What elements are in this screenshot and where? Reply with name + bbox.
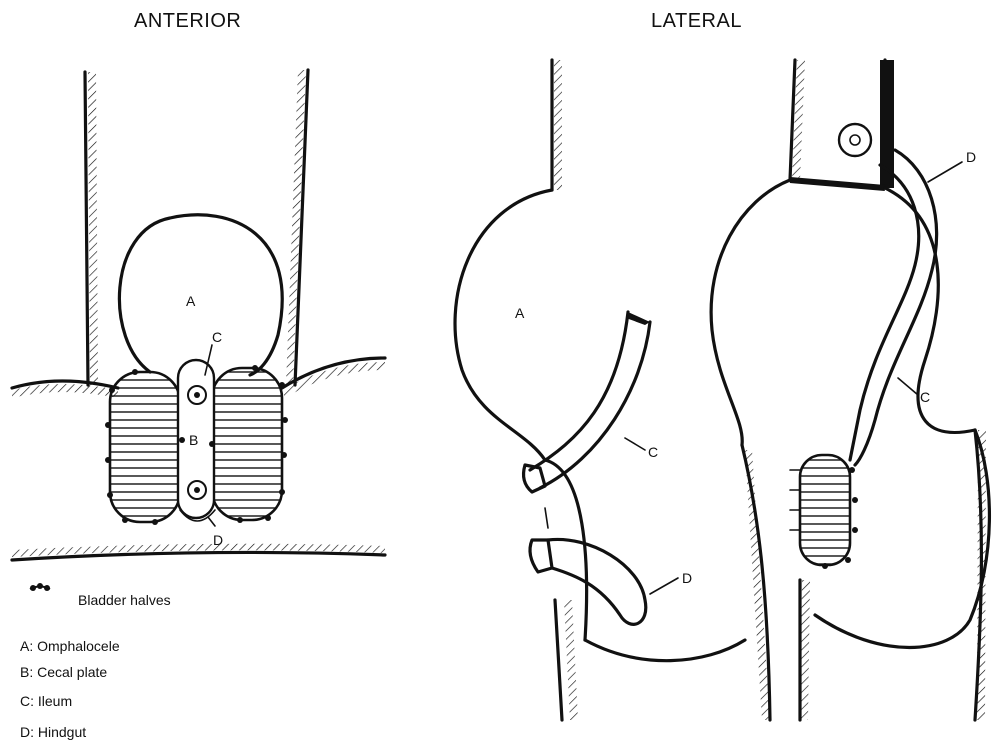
body-outline-2 <box>711 180 790 445</box>
label-b-anterior: B <box>189 432 198 448</box>
omphalocele-anterior <box>119 215 282 375</box>
bladder-halves-symbol <box>30 583 50 591</box>
left-wall-hatching <box>88 72 98 385</box>
leader-c-lateral-1 <box>625 438 645 450</box>
leg-line-1 <box>555 600 562 720</box>
label-d-lateral-2: D <box>966 149 976 165</box>
leader-d-anterior <box>208 517 215 526</box>
stoma-top <box>839 124 871 156</box>
leader-d-lateral-2 <box>928 162 962 182</box>
leader-d-lateral-1 <box>650 578 678 594</box>
leader-c-lateral-2 <box>898 378 918 395</box>
perineum-hatching <box>12 544 385 557</box>
label-d-anterior: D <box>213 532 223 548</box>
label-c-lateral-2: C <box>920 389 930 405</box>
legend-item-c: C: Ileum <box>20 693 72 709</box>
legend-item-a: A: Omphalocele <box>20 638 120 654</box>
ileum-tube-1 <box>530 312 628 470</box>
stoma-hindgut <box>530 540 552 572</box>
left-bladder-half <box>105 369 180 525</box>
bladder-half-lateral <box>790 455 858 569</box>
left-body-wall <box>85 72 88 385</box>
legend-item-d: D: Hindgut <box>20 724 86 740</box>
legend-bladder-halves: Bladder halves <box>78 592 171 608</box>
label-c-anterior: C <box>212 329 222 345</box>
legend-item-b: B: Cecal plate <box>20 664 107 680</box>
lateral-view-2: D C <box>711 60 989 720</box>
thigh-line-1 <box>585 640 745 661</box>
right-bladder-half <box>212 365 288 523</box>
label-c-lateral-1: C <box>648 444 658 460</box>
omphalocele-lateral <box>455 190 552 460</box>
hindgut-tube-1 <box>548 539 646 624</box>
lateral-view-1: A C D <box>455 60 770 720</box>
anterior-view: A C B D <box>12 70 385 591</box>
ledge <box>790 180 885 188</box>
label-a-lateral: A <box>515 305 525 321</box>
label-a-anterior: A <box>186 293 196 309</box>
label-d-lateral-1: D <box>682 570 692 586</box>
